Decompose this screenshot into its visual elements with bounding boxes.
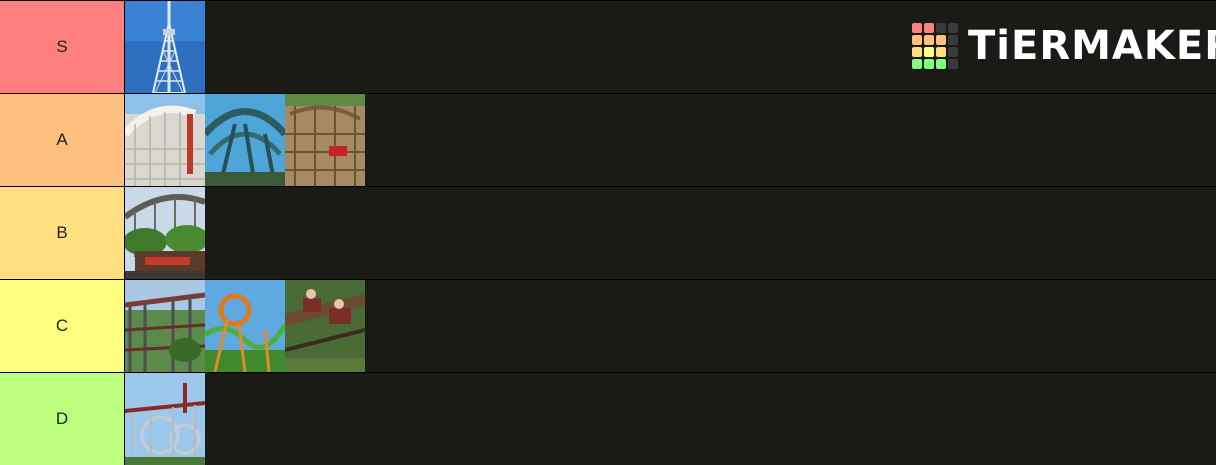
logo-grid-cell (936, 35, 946, 45)
tier-label-b[interactable]: B (0, 187, 125, 279)
logo-grid-cell (936, 47, 946, 57)
looping-steel-coaster-image (125, 373, 205, 465)
tier-item-white-wooden-coaster[interactable] (125, 94, 205, 186)
logo-grid-cell (948, 47, 958, 57)
tier-item-wooden-coaster-station[interactable] (125, 187, 205, 279)
tier-row-a: A (0, 94, 1216, 186)
logo-grid-cell (924, 23, 934, 33)
tier-item-brown-wooden-coaster[interactable] (285, 94, 365, 186)
tier-item-tower-ride[interactable] (125, 1, 205, 93)
tier-row-s: S (0, 1, 1216, 93)
logo-grid-cell (924, 47, 934, 57)
tier-label-s[interactable]: S (0, 1, 125, 93)
logo-grid-cell (936, 59, 946, 69)
logo-grid-cell (912, 35, 922, 45)
tier-item-suspended-coaster[interactable] (125, 280, 205, 372)
tier-item-teal-steel-coaster[interactable] (205, 94, 285, 186)
suspended-coaster-image (125, 280, 205, 372)
tier-row-c: C (0, 280, 1216, 372)
teal-steel-coaster-image (205, 94, 285, 186)
tier-items-s (125, 1, 205, 93)
mine-train-riders-image (285, 280, 365, 372)
tier-item-green-orange-coaster[interactable] (205, 280, 285, 372)
tier-label-a[interactable]: A (0, 94, 125, 186)
tiermaker-logo: TiERMAKER (912, 20, 1216, 72)
logo-grid-cell (912, 59, 922, 69)
tier-row-b: B (0, 187, 1216, 279)
tower-ride-image (125, 1, 205, 93)
tier-items-b (125, 187, 205, 279)
logo-grid-cell (936, 23, 946, 33)
tier-label-c[interactable]: C (0, 280, 125, 372)
tier-item-looping-steel-coaster[interactable] (125, 373, 205, 465)
green-orange-coaster-image (205, 280, 285, 372)
logo-grid-cell (924, 59, 934, 69)
brown-wooden-coaster-image (285, 94, 365, 186)
tier-label-d[interactable]: D (0, 373, 125, 465)
tier-row-d: D (0, 373, 1216, 465)
tier-items-c (125, 280, 365, 372)
logo-grid-cell (912, 23, 922, 33)
logo-grid-cell (948, 59, 958, 69)
tier-items-d (125, 373, 205, 465)
white-wooden-coaster-image (125, 94, 205, 186)
logo-grid-cell (948, 35, 958, 45)
wooden-coaster-station-image (125, 187, 205, 279)
logo-text: TiERMAKER (968, 23, 1216, 69)
tier-item-mine-train-riders[interactable] (285, 280, 365, 372)
tier-items-a (125, 94, 365, 186)
logo-grid-cell (948, 23, 958, 33)
logo-grid-cell (924, 35, 934, 45)
logo-grid-cell (912, 47, 922, 57)
logo-grid-icon (912, 23, 958, 69)
